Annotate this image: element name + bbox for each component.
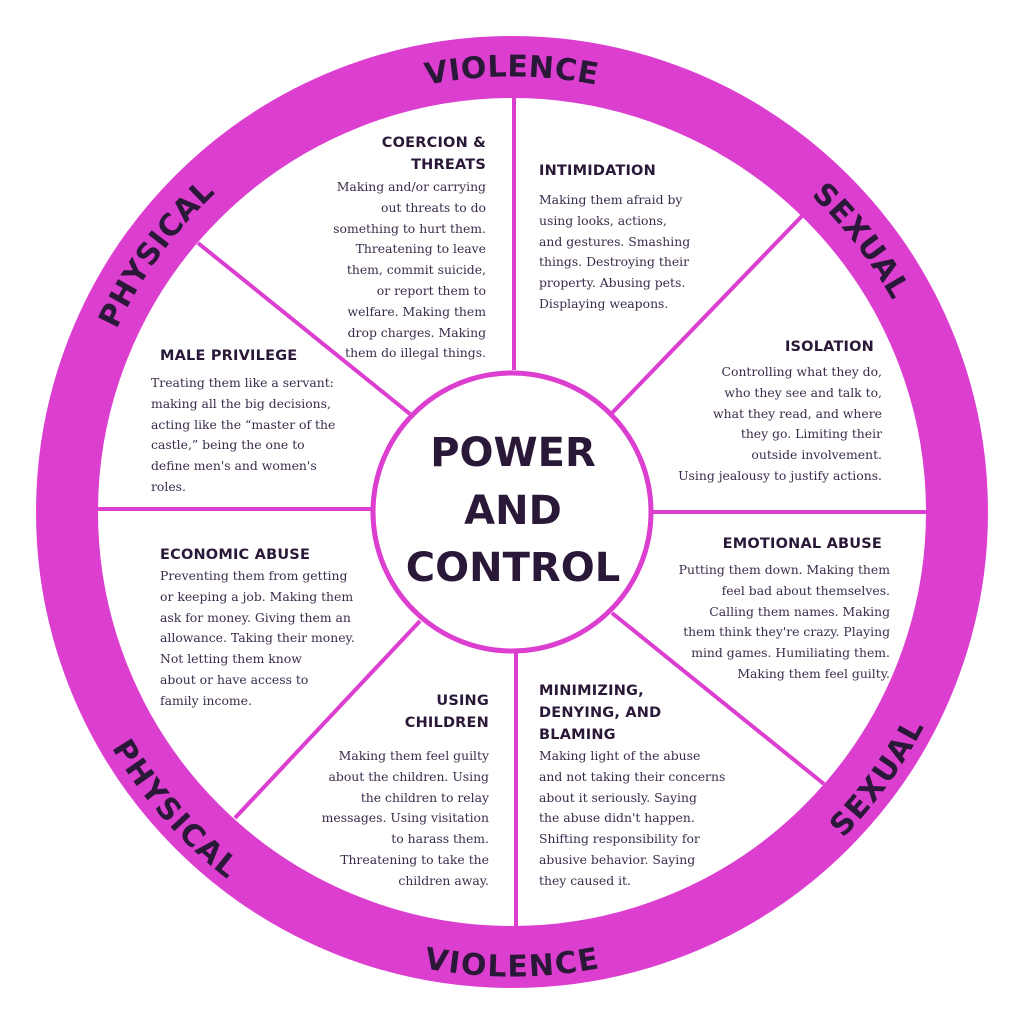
section-text: Controlling what they do, who they see a…: [678, 364, 882, 483]
spoke-lower-left: [233, 619, 422, 820]
section-coercion-threats: COERCION & THREATS Making and/or carryin…: [300, 132, 486, 364]
section-text: Making light of the abuse and not taking…: [539, 748, 726, 888]
section-isolation: ISOLATION Controlling what they do, who …: [640, 336, 882, 487]
section-title: MINIMIZING, DENYING, AND BLAMING: [539, 683, 662, 743]
section-text: Making them feel guilty about the childr…: [321, 748, 489, 888]
section-emotional-abuse: EMOTIONAL ABUSE Putting them down. Makin…: [660, 533, 890, 685]
section-minimizing-denying-blaming: MINIMIZING, DENYING, AND BLAMING Making …: [539, 680, 749, 892]
section-title: ISOLATION: [784, 339, 874, 355]
section-title: COERCION & THREATS: [381, 135, 486, 173]
section-title: ECONOMIC ABUSE: [160, 547, 311, 563]
section-text: Putting them down. Making them feel bad …: [678, 562, 890, 681]
outer-ring: [36, 36, 988, 988]
center-circle: [370, 370, 654, 654]
section-text: Treating them like a servant: making all…: [151, 375, 336, 494]
section-title: USING CHILDREN: [404, 693, 489, 731]
section-intimidation: INTIMIDATION Making them afraid by using…: [539, 160, 729, 315]
center-title-line-3: CONTROL: [406, 545, 620, 591]
spoke-upper-left: [196, 241, 412, 416]
section-text: Making and/or carrying out threats to do…: [333, 179, 486, 361]
center-title-line-2: AND: [464, 488, 562, 534]
section-text: Making them afraid by using looks, actio…: [539, 192, 691, 311]
section-using-children: USING CHILDREN Making them feel guilty a…: [300, 690, 489, 892]
section-title: MALE PRIVILEGE: [160, 348, 298, 364]
spoke-upper-right: [610, 214, 804, 415]
spoke-lower-right: [610, 611, 826, 786]
section-male-privilege: MALE PRIVILEGE Treating them like a serv…: [151, 345, 376, 498]
section-economic-abuse: ECONOMIC ABUSE Preventing them from gett…: [160, 544, 380, 712]
section-text: Preventing them from getting or keeping …: [160, 568, 355, 708]
spokes: [98, 96, 928, 928]
section-title: EMOTIONAL ABUSE: [722, 536, 882, 552]
section-title: INTIMIDATION: [539, 163, 656, 179]
center-title-line-1: POWER: [430, 430, 596, 476]
